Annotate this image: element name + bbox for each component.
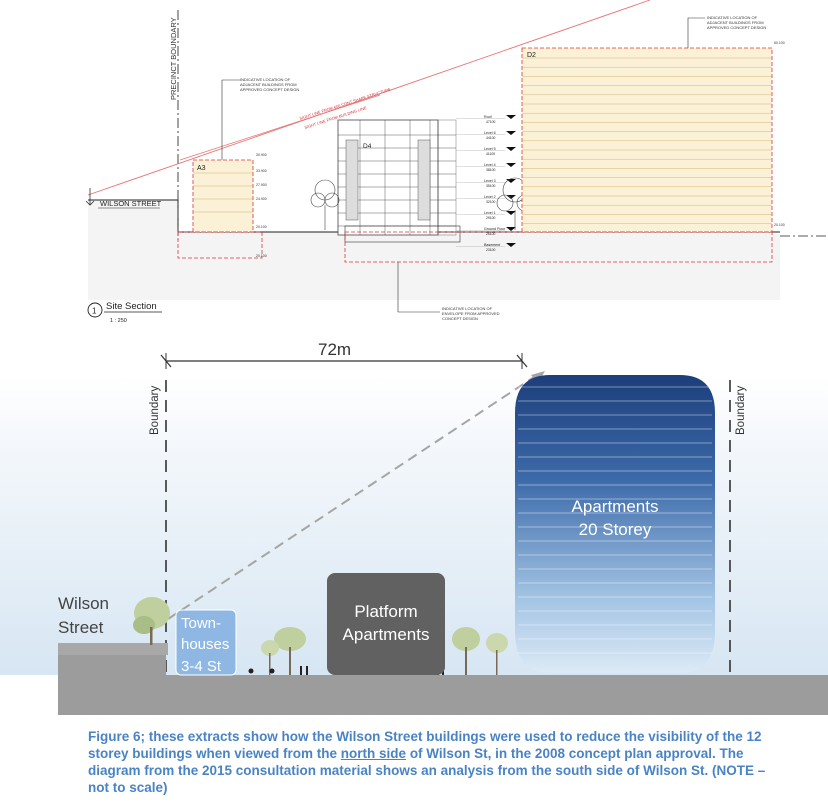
block-d4-label: D4: [363, 143, 372, 150]
level-rl: 32100: [486, 200, 496, 204]
svg-text:20.100: 20.100: [774, 223, 785, 227]
tree-wilson-street: [133, 597, 170, 645]
svg-text:60.100: 60.100: [774, 41, 785, 45]
visibility-diagram: 72m Boundary Boundary Apartments 20 Stor…: [0, 340, 828, 715]
figure-caption: Figure 6; these extracts show how the Wi…: [88, 728, 768, 796]
svg-text:20.100: 20.100: [256, 225, 267, 229]
level-marker: [506, 147, 516, 151]
ground-profile: [88, 200, 780, 300]
street-level: [58, 643, 168, 655]
tree-left: [310, 179, 340, 230]
level-name: Roof: [484, 115, 492, 119]
boundary-label-right: Boundary: [735, 386, 747, 435]
level-rl: 47100: [486, 120, 496, 124]
svg-text:24.900: 24.900: [256, 197, 267, 201]
apartments-tower: [515, 375, 715, 673]
precinct-boundary-label: PRECINCT BOUNDARY: [169, 17, 178, 100]
level-name: Level 3: [484, 179, 496, 183]
level-marker: [506, 115, 516, 119]
svg-text:INDICATIVE LOCATION OF: INDICATIVE LOCATION OF: [240, 77, 291, 82]
svg-text:ADJACENT BUILDINGS FROM: ADJACENT BUILDINGS FROM: [707, 20, 764, 25]
site-section-scale: 1 : 250: [110, 318, 127, 324]
level-marker: [506, 227, 516, 231]
level-name: Level 6: [484, 131, 496, 135]
platform-apartments-block: [327, 573, 445, 675]
svg-text:27.900: 27.900: [256, 183, 267, 187]
level-rl: 41100: [486, 152, 495, 156]
block-d4-section: [337, 119, 461, 243]
townhouses-block: [175, 609, 237, 676]
level-rl: 44100: [486, 136, 496, 140]
note-adjacent-right: INDICATIVE LOCATION OF ADJACENT BUILDING…: [707, 15, 766, 30]
level-marker: [506, 243, 516, 247]
note-envelope: INDICATIVE LOCATION OF ENVELOPE FROM APP…: [442, 306, 500, 321]
ground: [58, 645, 828, 715]
level-name: Basement: [484, 243, 500, 247]
distance-label: 72m: [318, 340, 351, 359]
sight-line: [87, 0, 651, 196]
level-marker: [506, 163, 516, 167]
wilson-street-label: WILSON STREET: [100, 199, 162, 208]
level-name: Ground Floor: [484, 227, 506, 231]
townhouses-label-line3: 3-4 St: [181, 658, 222, 675]
svg-text:20.100: 20.100: [256, 254, 267, 258]
svg-text:APPROVED CONCEPT DESIGN: APPROVED CONCEPT DESIGN: [707, 25, 766, 30]
level-name: Level 2: [484, 195, 496, 199]
level-name: Level 1: [484, 211, 496, 215]
level-rl: 29100: [486, 216, 496, 220]
caption-part1: Figure 6; these extracts show how the Wi…: [88, 729, 762, 761]
platform-label-line1: Platform: [354, 602, 417, 621]
tree-small-3: [452, 627, 480, 675]
note-adjacent-leader: [221, 79, 240, 160]
townhouses-label-line2: houses: [181, 636, 229, 653]
section-number-circle: [87, 302, 103, 318]
wilson-street-label-line2: Street: [58, 618, 104, 637]
block-d2: [521, 47, 773, 233]
level-rl: 38100: [486, 168, 496, 172]
level-name: Level 5: [484, 147, 496, 151]
level-rl: 35100: [486, 184, 496, 188]
svg-text:ENVELOPE FROM APPROVED: ENVELOPE FROM APPROVED: [442, 311, 500, 316]
svg-text:ADJACENT BUILDINGS FROM: ADJACENT BUILDINGS FROM: [240, 82, 297, 87]
note-adjacent: INDICATIVE LOCATION OF ADJACENT BUILDING…: [240, 77, 299, 92]
townhouses-label-line1: Town-: [181, 615, 221, 632]
boundary-label-left: Boundary: [149, 386, 161, 435]
tree-small-2: [261, 640, 279, 675]
level-marker: [506, 131, 516, 135]
level-name: Level 4: [484, 163, 496, 167]
platform-label-line2: Apartments: [343, 625, 430, 644]
tower-floor-lines: [518, 386, 712, 654]
wilson-street-arrow: [85, 188, 95, 206]
svg-text:33.900: 33.900: [256, 169, 267, 173]
svg-text:INDICATIVE LOCATION OF: INDICATIVE LOCATION OF: [707, 15, 758, 20]
sight-line-dashed: [167, 374, 538, 620]
block-a3-floor-lines: [193, 172, 253, 213]
site-section-title: Site Section: [106, 301, 157, 312]
svg-text:30.900: 30.900: [256, 153, 267, 157]
svg-text:CONCEPT DESIGN: CONCEPT DESIGN: [442, 316, 478, 321]
note-envelope-leader: [397, 262, 440, 313]
block-a3: [192, 159, 254, 233]
block-d2-label: D2: [527, 52, 536, 59]
section-number: 1: [92, 307, 97, 316]
level-rl: 26100: [486, 232, 496, 236]
level-marker: [506, 211, 516, 215]
tree-small-1: [274, 627, 306, 675]
block-a3-label: A3: [197, 165, 206, 172]
level-rl: 23100: [486, 248, 496, 252]
svg-text:APPROVED CONCEPT DESIGN: APPROVED CONCEPT DESIGN: [240, 87, 299, 92]
caption-underlined: north side: [340, 746, 407, 761]
tree-small-4: [486, 633, 508, 675]
wilson-street-label-line1: Wilson: [58, 594, 109, 613]
sight-line-2: [179, 94, 381, 161]
block-d2-floor-lines: [522, 57, 772, 224]
note-adjacent-right-leader: [687, 17, 705, 48]
apartments-label-line1: Apartments: [572, 497, 659, 516]
site-section-drawing: PRECINCT BOUNDARY SIGHT LINE FROM 600 CO…: [85, 0, 828, 324]
block-a3-rl-labels: 30.900 33.900 27.900 24.900 20.100 20.100: [256, 153, 267, 258]
apartments-label-line2: 20 Storey: [579, 520, 652, 539]
caption-part2: of Wilson St, in the 2008 concept plan a…: [88, 746, 766, 795]
svg-text:INDICATIVE LOCATION OF: INDICATIVE LOCATION OF: [442, 306, 493, 311]
